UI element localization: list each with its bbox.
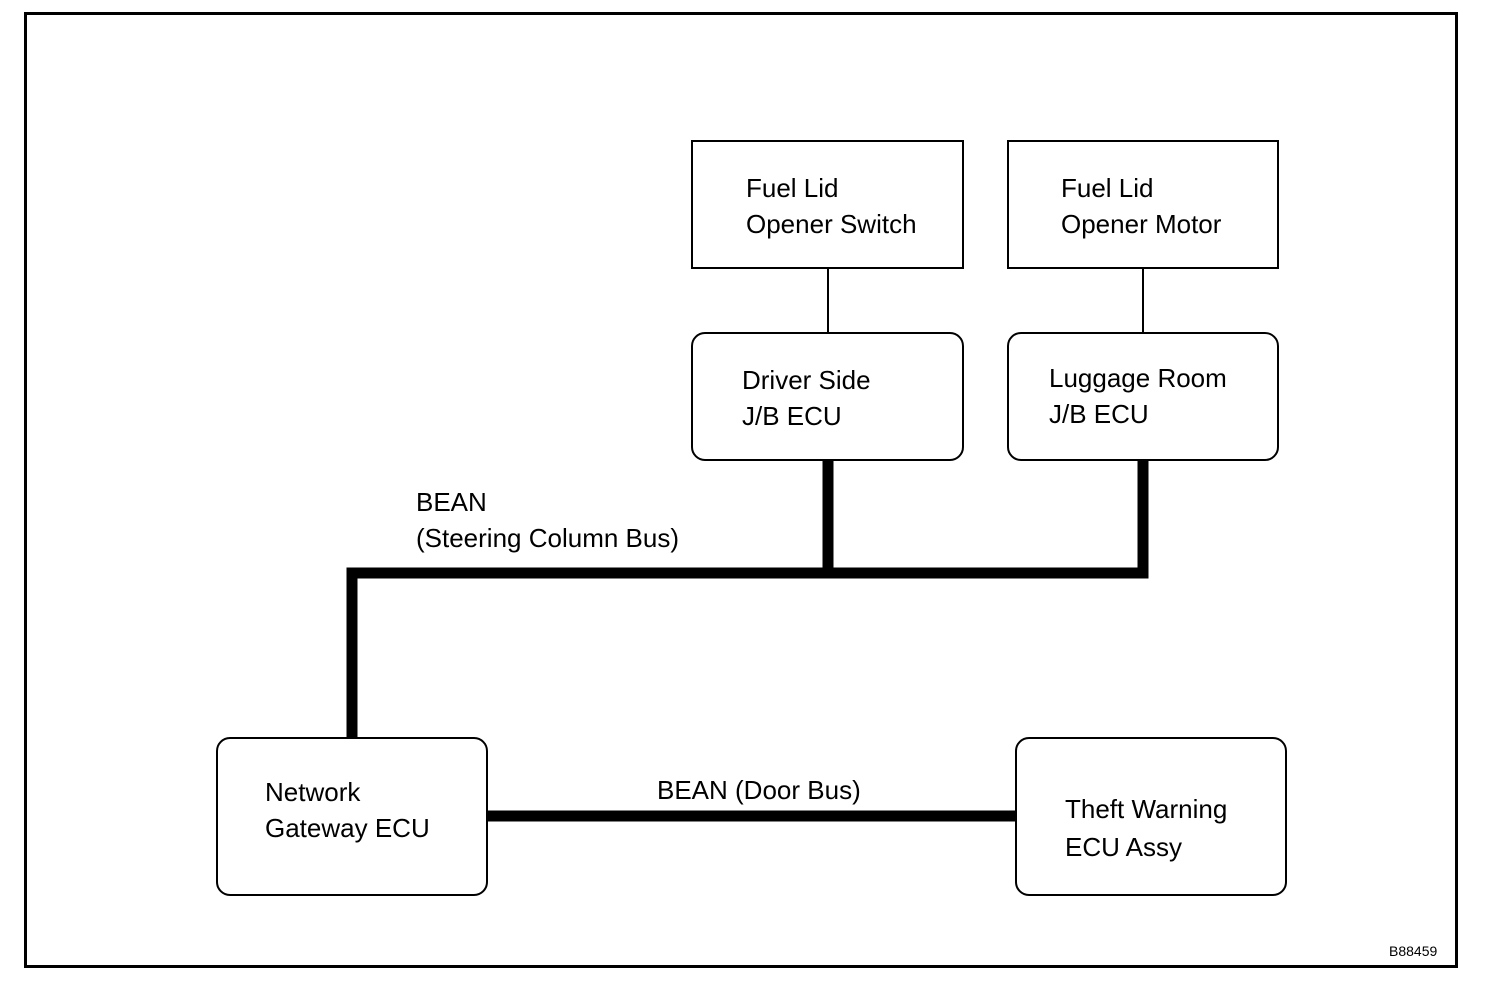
theft-warning-ecu-assy-line2: ECU Assy xyxy=(1065,832,1183,862)
luggage-room-jb-ecu-line1: Luggage Room xyxy=(1049,363,1227,393)
steering-column-bus-label: BEAN (Steering Column Bus) xyxy=(416,484,679,556)
network-gateway-ecu-box: Network Gateway ECU xyxy=(216,737,488,896)
fuel-lid-opener-motor-line2: Opener Motor xyxy=(1061,209,1222,239)
fuel-lid-opener-switch-box: Fuel Lid Opener Switch xyxy=(691,140,964,269)
steering-column-bus-line xyxy=(346,460,1149,738)
fuel-lid-opener-motor-label: Fuel Lid Opener Motor xyxy=(1061,170,1221,242)
driver-side-jb-ecu-box: Driver Side J/B ECU xyxy=(691,332,964,461)
network-gateway-ecu-label: Network Gateway ECU xyxy=(265,774,430,846)
fuel-lid-opener-switch-line1: Fuel Lid xyxy=(746,173,839,203)
fuel-lid-opener-switch-label: Fuel Lid Opener Switch xyxy=(746,170,917,242)
luggage-room-jb-ecu-line2: J/B ECU xyxy=(1049,399,1149,429)
figure-id: B88459 xyxy=(1389,943,1438,959)
network-gateway-ecu-line2: Gateway ECU xyxy=(265,813,430,843)
fuel-lid-opener-motor-box: Fuel Lid Opener Motor xyxy=(1007,140,1279,269)
driver-side-jb-ecu-line2: J/B ECU xyxy=(742,401,842,431)
luggage-room-jb-ecu-label: Luggage Room J/B ECU xyxy=(1049,360,1227,432)
theft-warning-ecu-assy-line1: Theft Warning xyxy=(1065,794,1228,824)
fuel-lid-opener-motor-line1: Fuel Lid xyxy=(1061,173,1154,203)
steering-column-bus-line1: BEAN xyxy=(416,487,487,517)
luggage-room-jb-ecu-box: Luggage Room J/B ECU xyxy=(1007,332,1279,461)
network-gateway-ecu-line1: Network xyxy=(265,777,361,807)
driver-side-jb-ecu-line1: Driver Side xyxy=(742,365,871,395)
door-bus-label: BEAN (Door Bus) xyxy=(657,775,861,805)
theft-warning-ecu-assy-box: Theft Warning ECU Assy xyxy=(1015,737,1287,896)
steering-column-bus-line2: (Steering Column Bus) xyxy=(416,523,679,553)
diagram-frame xyxy=(24,12,1458,968)
driver-side-jb-ecu-label: Driver Side J/B ECU xyxy=(742,362,871,434)
theft-warning-ecu-assy-label: Theft Warning ECU Assy xyxy=(1065,790,1227,866)
fuel-lid-opener-switch-line2: Opener Switch xyxy=(746,209,917,239)
